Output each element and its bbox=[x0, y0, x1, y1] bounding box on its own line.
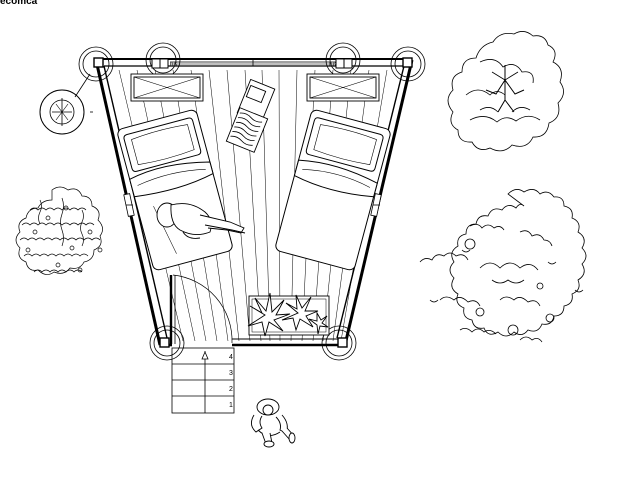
plant-icon bbox=[247, 292, 330, 337]
tree-icon bbox=[447, 31, 564, 152]
book-icon bbox=[225, 78, 276, 153]
tree-icon bbox=[15, 186, 103, 275]
bed-right bbox=[275, 109, 391, 271]
entry-door bbox=[169, 274, 233, 344]
storage-rack-left bbox=[130, 73, 204, 102]
stair-step-3: 3 bbox=[229, 370, 233, 377]
person-icon bbox=[251, 398, 296, 448]
tree-icon bbox=[419, 189, 587, 343]
corner-posts bbox=[93, 57, 413, 348]
entry-stair bbox=[171, 347, 235, 414]
storage-rack-right bbox=[306, 73, 380, 102]
north-arrow-icon bbox=[39, 73, 93, 135]
side-windows bbox=[123, 193, 382, 217]
stair-step-1: 1 bbox=[229, 402, 233, 409]
stair-step-2: 2 bbox=[229, 386, 233, 393]
window-tag-left: 0.6 bbox=[170, 62, 177, 68]
window-tag-right: 0.6 bbox=[329, 62, 336, 68]
window-frames bbox=[151, 58, 353, 69]
window-top bbox=[170, 59, 336, 66]
sheet-title: ecomca bbox=[0, 0, 38, 7]
person-icon bbox=[156, 202, 246, 239]
stair-step-4: 4 bbox=[229, 354, 233, 361]
